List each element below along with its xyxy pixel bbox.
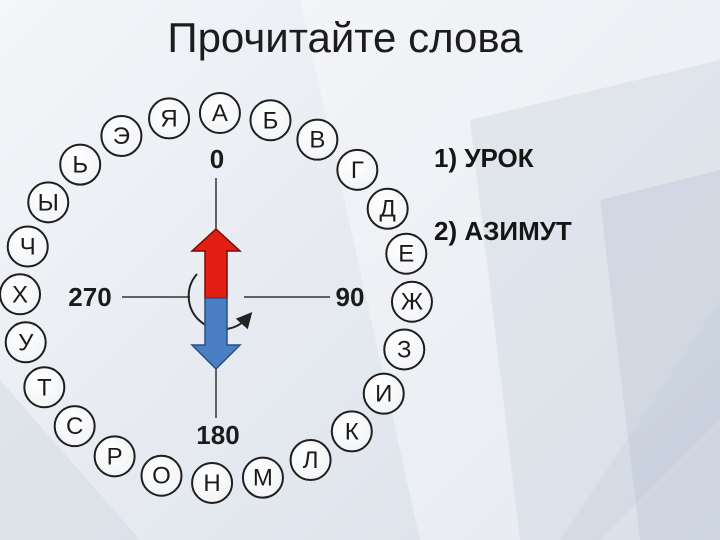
letter-circle xyxy=(6,225,49,268)
letter-circle xyxy=(383,328,426,371)
letter-bubble: У xyxy=(4,321,47,364)
degree-south: 180 xyxy=(196,420,239,450)
letter-circle xyxy=(93,435,136,478)
letter-bubble: Ч xyxy=(6,225,49,268)
letter-label: Ь xyxy=(72,152,88,179)
letter-circle xyxy=(140,454,183,497)
letter-label: Д xyxy=(380,196,396,223)
letter-label: О xyxy=(152,463,171,490)
letter-label: С xyxy=(66,413,83,440)
letter-label: Ж xyxy=(401,289,423,316)
letter-bubble: Ж xyxy=(390,280,433,323)
letter-bubble: Я xyxy=(148,97,191,140)
letter-label: Ы xyxy=(38,189,59,216)
task-1: 1) УРОК xyxy=(434,143,534,173)
letter-bubble: З xyxy=(383,328,426,371)
rotation-arc-icon xyxy=(187,273,253,331)
letter-circle xyxy=(362,372,405,415)
letter-bubble: К xyxy=(330,410,373,453)
letter-label: Р xyxy=(107,443,123,470)
letter-circle xyxy=(249,99,292,142)
letter-circle xyxy=(4,321,47,364)
degree-west: 270 xyxy=(68,282,111,312)
letter-label: Н xyxy=(203,470,220,497)
letter-bubble: И xyxy=(362,372,405,415)
letter-bubble: Э xyxy=(100,114,143,157)
letter-circle xyxy=(330,410,373,453)
letter-circle xyxy=(0,273,42,316)
letter-circle xyxy=(191,461,234,504)
compass-needle xyxy=(190,227,242,371)
letter-bubble: С xyxy=(53,405,96,448)
degree-north: 0 xyxy=(210,144,224,174)
letter-circle xyxy=(390,280,433,323)
needle-north xyxy=(190,227,242,299)
letter-label: З xyxy=(397,336,412,363)
letter-bubble: А xyxy=(198,92,241,135)
letter-bubble: Н xyxy=(191,461,234,504)
letter-bubble: О xyxy=(140,454,183,497)
letter-label: Х xyxy=(12,281,28,308)
slide-title: Прочитайте слова xyxy=(167,14,523,61)
letter-circle xyxy=(100,114,143,157)
needle-south xyxy=(190,297,242,371)
letter-label: Л xyxy=(303,447,319,474)
letter-label: Э xyxy=(113,123,130,150)
letter-circle xyxy=(53,405,96,448)
letter-circle xyxy=(59,143,102,186)
letter-circle xyxy=(385,232,428,275)
letter-bubble: Т xyxy=(23,366,66,409)
letter-circle xyxy=(336,148,379,191)
letter-label: Г xyxy=(351,157,364,184)
letter-bubble: Ь xyxy=(59,143,102,186)
letter-bubble: Х xyxy=(0,273,42,316)
letter-label: А xyxy=(212,100,228,127)
letter-bubble: Ы xyxy=(27,181,70,224)
letter-label: Ч xyxy=(20,234,36,261)
task-2: 2) АЗИМУТ xyxy=(434,216,572,246)
letter-label: Б xyxy=(263,107,279,134)
letter-bubble: Б xyxy=(249,99,292,142)
letter-bubble: Р xyxy=(93,435,136,478)
letter-bubble: Е xyxy=(385,232,428,275)
letter-circle xyxy=(148,97,191,140)
letter-label: У xyxy=(18,329,34,356)
letter-label: Т xyxy=(37,374,52,401)
letter-circle xyxy=(296,118,339,161)
letter-label: Я xyxy=(160,105,177,132)
letter-circle xyxy=(198,92,241,135)
degree-east: 90 xyxy=(336,282,365,312)
letter-bubble: Г xyxy=(336,148,379,191)
letter-circle xyxy=(241,456,284,499)
letter-bubble: М xyxy=(241,456,284,499)
letter-label: К xyxy=(345,418,359,445)
letter-bubble: Л xyxy=(289,439,332,482)
letter-bubble: Д xyxy=(366,187,409,230)
letter-label: М xyxy=(253,465,273,492)
letter-circle xyxy=(289,439,332,482)
letter-circle xyxy=(23,366,66,409)
letter-circle xyxy=(366,187,409,230)
letter-label: В xyxy=(309,127,325,154)
letter-label: Е xyxy=(398,241,414,268)
letter-bubble: В xyxy=(296,118,339,161)
letter-circle xyxy=(27,181,70,224)
letter-label: И xyxy=(375,381,392,408)
